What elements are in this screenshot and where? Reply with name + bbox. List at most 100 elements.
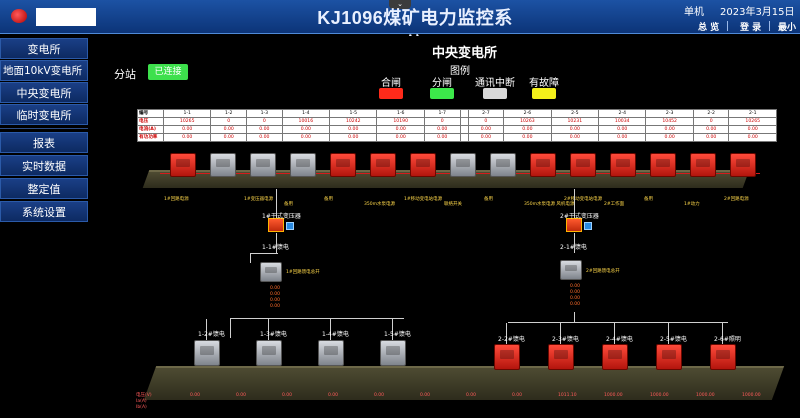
feeder-2-1-device[interactable] [560,260,582,280]
wire [392,319,393,340]
switchgear-11[interactable] [570,153,596,177]
divider [727,21,728,31]
substation-label: 分站 [114,68,136,81]
switchgear-3[interactable] [250,153,276,177]
switchgear-4[interactable] [290,153,316,177]
bottom-value: 1000.00 [650,393,669,398]
table-cell: 0.00 [162,133,212,142]
sidebar-item-reports[interactable]: 报表 [0,132,88,153]
bottom-value: 0.00 [328,393,339,398]
legend-closed: 合闸 [366,74,416,99]
table-cell: 1-1 [162,109,212,118]
right-feeder-device[interactable] [494,344,520,370]
value: 0.00 [270,286,281,291]
right-feeder-device[interactable] [548,344,574,370]
row-header: 有功功率 [137,133,164,142]
left-feeder-label: 1-2#馈电 [198,331,225,338]
login-button[interactable]: 登 录 [740,23,762,33]
sidebar-item-realtime-data[interactable]: 实时数据 [0,155,88,176]
table-cell: 2-6 [503,109,552,118]
sidebar-item-temporary-substation[interactable]: 临时变电所 [0,104,88,125]
right-feeder-device[interactable] [710,344,736,370]
table-cell: 0.00 [210,125,248,134]
page-title: 中央变电所 [432,46,498,61]
circuit-2-label: 2#回路馈电总开 [586,269,620,274]
sidebar-item-surface-10kv[interactable]: 地面10kV变电所 [0,60,88,81]
feeder-1-1-device[interactable] [260,262,282,282]
wire [206,319,207,340]
minimize-button[interactable]: 最小 [778,23,797,33]
collapse-arrow-icon[interactable]: ⌄ [389,0,411,9]
switchgear-13[interactable] [650,153,676,177]
left-feeder-device[interactable] [256,340,282,366]
left-feeder-device[interactable] [194,340,220,366]
wire [574,233,575,253]
table-cell: 0.00 [246,125,283,134]
table-cell: 2-7 [467,109,505,118]
sidebar-item-substations[interactable]: 变电所 [0,38,88,59]
sidebar-item-system-settings[interactable]: 系统设置 [0,201,88,222]
switchgear-14[interactable] [690,153,716,177]
table-cell: 0.00 [645,133,694,142]
legend-swatch [532,88,556,99]
switchgear-6[interactable] [370,153,396,177]
switchgear-label: 1#回路电源 [164,197,189,202]
table-cell: 0.00 [376,133,425,142]
user-name-field[interactable] [36,8,96,26]
table-cell: 0.00 [598,133,647,142]
table-cell: 1-4 [281,109,331,118]
table-cell: 0 [692,117,730,126]
wire [506,323,507,344]
table-cell [459,117,469,126]
sidebar-item-settings-values[interactable]: 整定值 [0,178,88,199]
right-feeder-label: 2-5#馈电 [660,336,687,343]
wire [574,189,575,219]
switchgear-label: 350m水泵电源 风机电源 [524,202,575,207]
switchgear-10[interactable] [530,153,556,177]
switchgear-label: 1#动力 [684,202,700,207]
switchgear-label: 联络开关 [444,202,462,207]
wire [250,253,278,254]
left-feeder-device[interactable] [380,340,406,366]
left-feeder-device[interactable] [318,340,344,366]
table-cell: 0.00 [728,133,777,142]
table-cell: 0.00 [246,133,283,142]
right-feeder-label: 2-4#馈电 [606,336,633,343]
right-feeder-device[interactable] [656,344,682,370]
switchgear-2[interactable] [210,153,236,177]
overview-button[interactable]: 总 览 [698,23,720,33]
switchgear-5[interactable] [330,153,356,177]
row-header: 编号 [137,109,164,118]
right-feeder-label: 2-2#馈电 [498,336,525,343]
feeder-2-1-label: 2-1#馈电 [560,244,587,251]
table-cell: 0.00 [503,125,552,134]
value: 0.00 [570,296,581,301]
value: 0.00 [270,304,281,309]
wire [276,189,277,219]
bottom-value: 0.00 [190,393,201,398]
transformer-2[interactable] [566,218,582,232]
switchgear-8[interactable] [450,153,476,177]
switchgear-15[interactable] [730,153,756,177]
table-cell: 10265 [162,117,212,126]
legend-swatch [483,88,507,99]
sidebar-item-central-substation[interactable]: 中央变电所 [0,82,88,103]
right-feeder-device[interactable] [602,344,628,370]
switchgear-7[interactable] [410,153,436,177]
switchgear-1[interactable] [170,153,196,177]
table-cell: 0.00 [467,125,505,134]
switchgear-9[interactable] [490,153,516,177]
wire [722,323,723,344]
table-cell: 0 [246,117,283,126]
bottom-value: 0.00 [512,393,523,398]
wire [268,319,269,340]
table-cell: 0.00 [728,125,777,134]
switchgear-12[interactable] [610,153,636,177]
legend-label: 分闸 [432,78,452,89]
table-cell: 10190 [376,117,425,126]
table-cell: 0.00 [645,125,694,134]
table-cell: 2-5 [550,109,600,118]
transformer-1[interactable] [268,218,284,232]
bottom-value: 1000.00 [696,393,715,398]
value: 0.00 [570,284,581,289]
